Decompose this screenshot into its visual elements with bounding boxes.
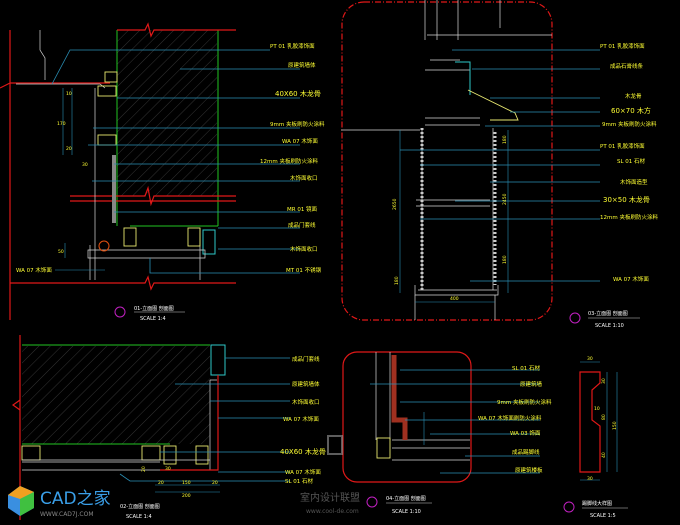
- dimension-text: 30: [165, 466, 171, 472]
- annotation-label: WA 07 木饰面: [285, 468, 321, 476]
- section-detail-03: PT 01 乳胶漆饰面 成品石膏线条 木龙骨 60×70 木方 9mm 夹板刷防…: [341, 0, 658, 329]
- dimension-text: 20: [141, 466, 147, 472]
- annotation-label: PT 01 乳胶漆饰面: [600, 142, 645, 150]
- annotation-label: 40X60 木龙骨: [280, 447, 326, 456]
- dimension-text: 80: [601, 414, 607, 420]
- drawing-scale: SCALE 1:5: [590, 513, 616, 519]
- annotation-label: SL 01 石材: [617, 157, 646, 165]
- section-marker-icon: [114, 306, 126, 318]
- detail-frame: [342, 351, 472, 483]
- leader-labels-01: PT 01 乳胶漆饰面 原建筑墙体 40X60 木龙骨 9mm 夹板刷防火涂料 …: [16, 42, 325, 274]
- dimension-text: 200: [182, 493, 191, 499]
- dimension-text: 30: [587, 356, 593, 362]
- drawing-scale: SCALE 1:10: [595, 323, 624, 329]
- cool-logo-icon: [327, 435, 343, 455]
- dimension-text: 30: [82, 162, 88, 168]
- drawing-title: 01-立面图 剖面图: [134, 305, 174, 312]
- drawing-title: 02-立面图 剖面图: [120, 503, 160, 510]
- dimension-text: 20: [212, 480, 218, 486]
- dimension-text: 20: [66, 146, 72, 152]
- annotation-label: 原建筑墙体: [292, 380, 320, 388]
- dimension-text: 2450: [502, 193, 508, 205]
- dimension-text: 150: [612, 421, 618, 430]
- leader-labels-03: PT 01 乳胶漆饰面 成品石膏线条 木龙骨 60×70 木方 9mm 夹板刷防…: [392, 42, 658, 302]
- section-detail-02: 成品门套线 原建筑墙体 木饰面收口 WA 07 木饰面 40X60 木龙骨 WA…: [11, 335, 326, 520]
- drawing-title: 踢脚线大样图: [582, 500, 612, 507]
- leader-labels-04: SL 01 石材 原建筑墙 9mm 夹板刷防火涂料 WA 07 木饰面刷防火涂料…: [478, 364, 552, 474]
- annotation-label: 12mm 夹板刷防火涂料: [260, 157, 318, 165]
- dimension-text: 2650: [392, 198, 398, 210]
- skirting-detail: 30 30 80 10 40 150 30 踢脚线大样图 SCALE 1:5: [563, 356, 628, 519]
- annotation-label: 原建筑墙: [520, 380, 543, 388]
- annotation-label: 12mm 夹板刷防火涂料: [600, 213, 658, 221]
- dimension-text: 400: [450, 296, 459, 302]
- cad-logo-text: CAD之家: [40, 489, 111, 509]
- cad-logo-url: WWW.CAD7J.COM: [40, 511, 94, 518]
- section-marker-icon: [569, 312, 581, 324]
- dimension-text: 180: [394, 276, 400, 285]
- section-detail-04: SL 01 石材 原建筑墙 9mm 夹板刷防火涂料 WA 07 木饰面刷防火涂料…: [342, 351, 552, 515]
- annotation-label: WA 07 木饰面: [613, 275, 649, 283]
- dimension-text: 10: [594, 406, 600, 412]
- dimension-text: 10: [66, 91, 72, 97]
- annotation-label: MT 01 不锈钢: [286, 266, 322, 274]
- annotation-label: 9mm 夹板刷防火涂料: [270, 120, 325, 128]
- annotation-label: PT 01 乳胶漆饰面: [270, 42, 315, 50]
- dimension-text: 40: [601, 452, 607, 458]
- dimension-text: 150: [182, 480, 191, 486]
- section-marker-icon: [366, 496, 378, 508]
- annotation-label: 40X60 木龙骨: [275, 89, 321, 98]
- drawing-title: 04-立面图 剖面图: [386, 495, 426, 502]
- annotation-label: WA 07 木饰面: [16, 266, 52, 274]
- dimension-text: 30: [601, 378, 607, 384]
- section-detail-01: PT 01 乳胶漆饰面 原建筑墙体 40X60 木龙骨 9mm 夹板刷防火涂料 …: [0, 22, 325, 322]
- annotation-label: 成品门套线: [288, 221, 316, 229]
- annotation-label: 9mm 夹板刷防火涂料: [602, 120, 657, 128]
- annotation-label: WA 07 木饰面: [283, 415, 319, 423]
- annotation-label: MR 01 镜面: [287, 205, 318, 213]
- annotation-label: 木龙骨: [625, 92, 642, 100]
- annotation-label: SL 01 石材: [512, 364, 541, 372]
- annotation-label: 木饰面收口: [290, 245, 318, 253]
- cool-de-watermark: 室内设计联盟 www.cool-de.com: [300, 435, 360, 515]
- drawing-scale: SCALE 1:4: [140, 316, 166, 322]
- annotation-label: 成品踢脚线: [512, 448, 540, 456]
- dimension-text: 180: [502, 255, 508, 264]
- annotation-label: 成品石膏线条: [610, 62, 644, 70]
- annotation-label: 9mm 夹板刷防火涂料: [497, 398, 552, 406]
- leader-labels-02: 成品门套线 原建筑墙体 木饰面收口 WA 07 木饰面 40X60 木龙骨 WA…: [141, 355, 326, 499]
- annotation-label: 原建筑墙体: [288, 61, 316, 69]
- annotation-label: PT 01 乳胶漆饰面: [600, 42, 645, 50]
- annotation-label: WA 03 饰面: [510, 429, 541, 437]
- drawing-scale: SCALE 1:4: [126, 514, 152, 520]
- drawing-scale: SCALE 1:10: [392, 509, 421, 515]
- section-marker-icon: [563, 501, 575, 513]
- cool-logo-url: www.cool-de.com: [306, 508, 359, 515]
- annotation-label: 60×70 木方: [611, 106, 651, 115]
- wall-hatch: [22, 346, 210, 444]
- drawing-title: 03-立面图 剖面图: [588, 310, 628, 317]
- annotation-label: WA 07 木饰面刷防火涂料: [478, 414, 542, 422]
- dimension-text: 30: [587, 476, 593, 482]
- annotation-label: SL 01 石材: [285, 477, 314, 485]
- dimension-text: 170: [57, 121, 66, 127]
- cool-logo-text: 室内设计联盟: [300, 491, 360, 504]
- annotation-label: 原建筑楼板: [515, 466, 543, 474]
- annotation-label: 木饰面收口: [292, 398, 320, 406]
- annotation-label: 木饰面收口: [290, 174, 318, 182]
- wall-hatch: [117, 30, 217, 196]
- cad-home-watermark: CAD之家 WWW.CAD7J.COM: [8, 486, 111, 518]
- dimension-text: 50: [58, 249, 64, 255]
- annotation-label: 30×50 木龙骨: [603, 195, 650, 204]
- annotation-label: WA 07 木饰面: [282, 137, 318, 145]
- annotation-label: 成品门套线: [292, 355, 320, 363]
- annotation-label: 木饰面造型: [620, 178, 648, 186]
- dimension-text: 20: [158, 480, 164, 486]
- dimension-text: 180: [502, 135, 508, 144]
